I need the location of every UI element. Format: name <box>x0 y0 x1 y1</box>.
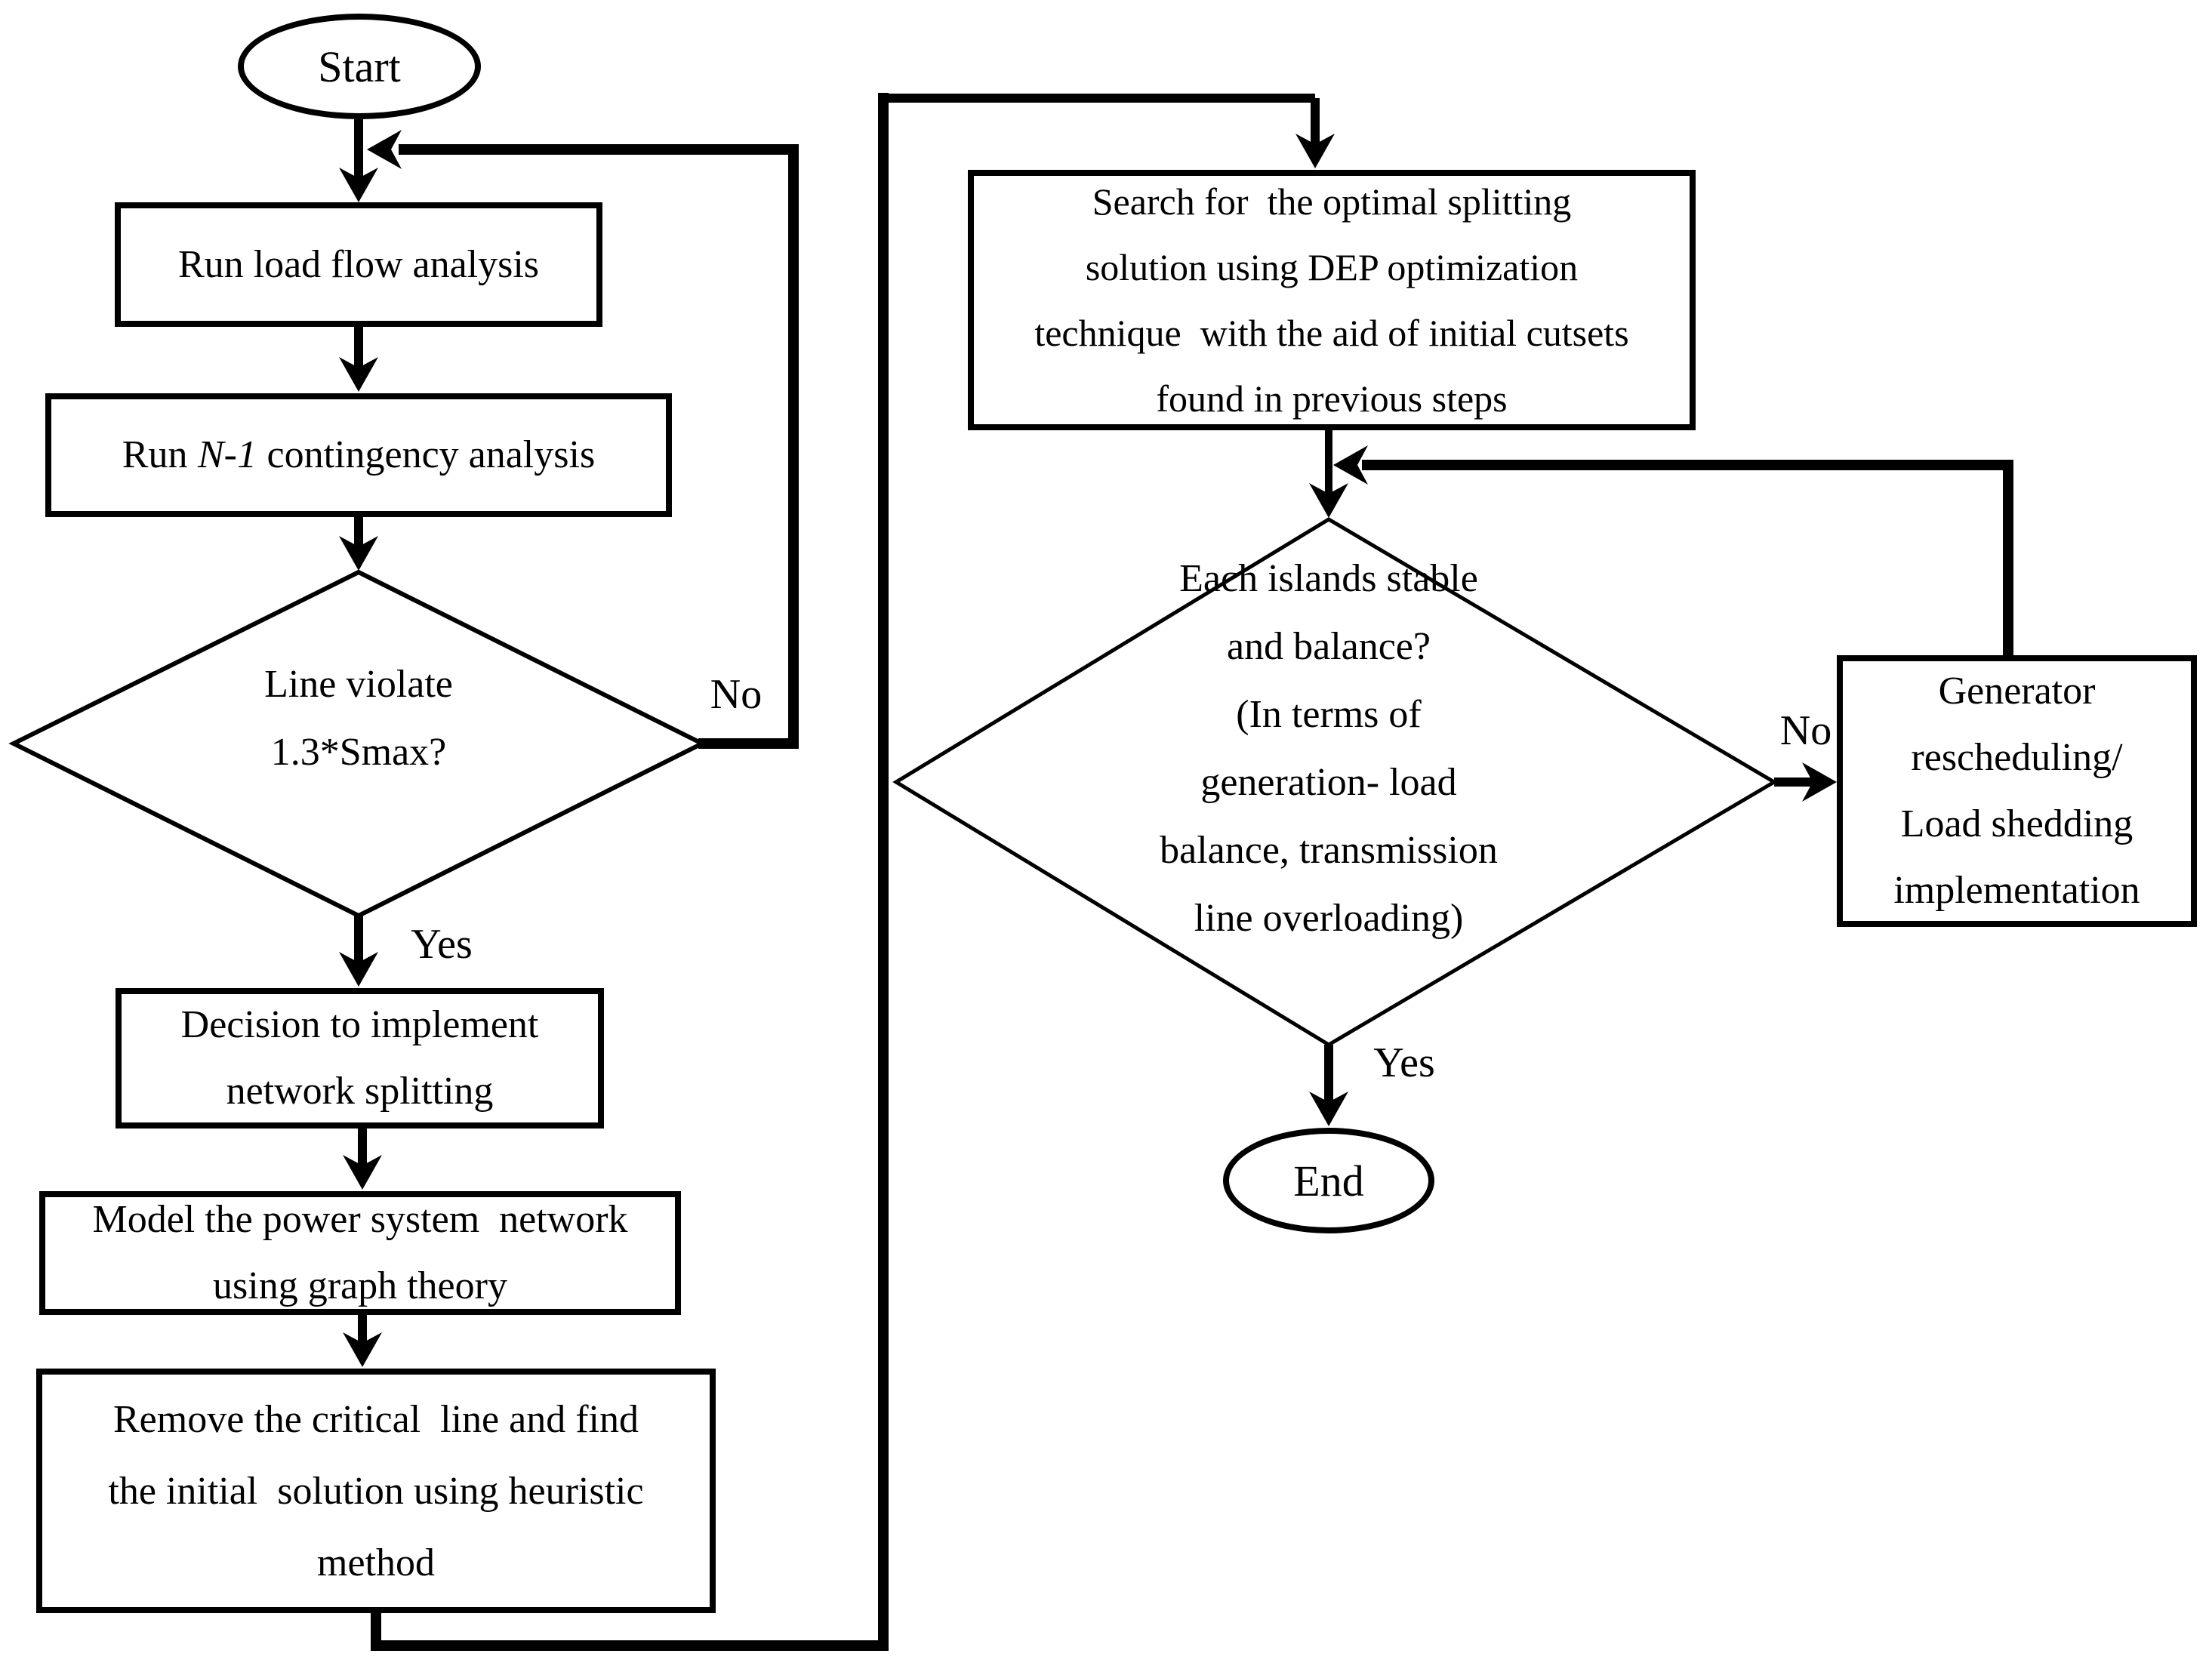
decision-split-line-1: Decision to implement <box>180 1003 539 1046</box>
generator-line-4: implementation <box>1893 869 2140 912</box>
remove-critical-line-2: the initial solution using heuristic <box>108 1469 644 1513</box>
contingency-text-prefix: Run <box>122 433 188 476</box>
remove-critical-line-1: Remove the critical line and find <box>113 1397 639 1441</box>
process-search-dep: Search for the optimal splitting solutio… <box>968 170 1696 430</box>
search-dep-line-2: solution using DEP optimization <box>1085 245 1579 288</box>
edge-label-yes-islands: Yes <box>1373 1039 1435 1086</box>
arrowhead-into-decision <box>339 952 378 987</box>
line-violate-line-2: 1.3*Smax? <box>270 731 447 774</box>
arrowhead-into-generator <box>1802 762 1837 802</box>
arrowhead-into-end <box>1309 1092 1348 1126</box>
arrowhead-no-loop-left <box>367 130 402 169</box>
islands-line-2: and balance? <box>1227 625 1431 668</box>
islands-line-4: generation- load <box>1200 761 1457 804</box>
process-run-load-flow: Run load flow analysis <box>115 202 602 327</box>
edge-label-no-islands: No <box>1779 707 1832 754</box>
contingency-text-suffix: contingency analysis <box>266 433 596 476</box>
diamond-line-violate <box>8 569 707 919</box>
arrowhead-into-contingency <box>339 357 378 392</box>
diamond-islands-stable-text: Each islands stable and balance? (In ter… <box>1072 545 1585 953</box>
process-remove-critical: Remove the critical line and find the in… <box>36 1369 716 1613</box>
line-violate-line-1: Line violate <box>264 663 453 706</box>
search-dep-line-1: Search for the optimal splitting <box>1092 180 1572 223</box>
connectors <box>339 93 2013 1651</box>
arrowhead-into-search <box>1295 134 1335 168</box>
arrowhead-return-left <box>1333 445 1368 485</box>
decision-split-line-2: network splitting <box>226 1070 494 1113</box>
islands-line-6: line overloading) <box>1194 897 1464 940</box>
diamond-line-violate-text: Line violate 1.3*Smax? <box>132 651 585 787</box>
arrowhead-into-model <box>343 1155 382 1190</box>
process-generator-resched: Generator rescheduling/ Load shedding im… <box>1837 655 2197 927</box>
arrowhead-into-diamond2 <box>1309 483 1348 518</box>
process-model-graph: Model the power system network using gra… <box>39 1191 681 1315</box>
islands-line-1: Each islands stable <box>1179 557 1478 600</box>
arrowhead-into-remove <box>343 1332 382 1367</box>
start-label: Start <box>318 42 401 91</box>
edge-label-no-line-violate: No <box>710 671 762 718</box>
process-decision-split: Decision to implement network splitting <box>116 988 604 1129</box>
edge-label-yes-line-violate: Yes <box>411 921 473 968</box>
model-graph-line-1: Model the power system network <box>92 1198 628 1241</box>
end-terminator: End <box>1223 1128 1434 1233</box>
model-graph-line-2: using graph theory <box>213 1264 507 1307</box>
diamond-islands-stable <box>892 517 1778 1047</box>
arrowhead-into-diamond1 <box>339 536 378 571</box>
generator-line-3: Load shedding <box>1900 802 2133 845</box>
end-label: End <box>1293 1156 1364 1206</box>
generator-line-2: rescheduling/ <box>1911 736 2123 779</box>
search-dep-line-3: technique with the aid of initial cutset… <box>1034 311 1629 354</box>
search-dep-line-4: found in previous steps <box>1156 377 1508 420</box>
arrowhead-into-loadflow <box>339 168 378 202</box>
generator-line-1: Generator <box>1938 670 2096 713</box>
islands-line-3: (In terms of <box>1236 693 1422 736</box>
islands-line-5: balance, transmission <box>1160 829 1498 872</box>
process-run-load-flow-label: Run load flow analysis <box>177 242 540 286</box>
start-terminator: Start <box>238 14 481 119</box>
contingency-text-italic: N-1 <box>198 433 257 476</box>
remove-critical-line-3: method <box>317 1541 435 1584</box>
